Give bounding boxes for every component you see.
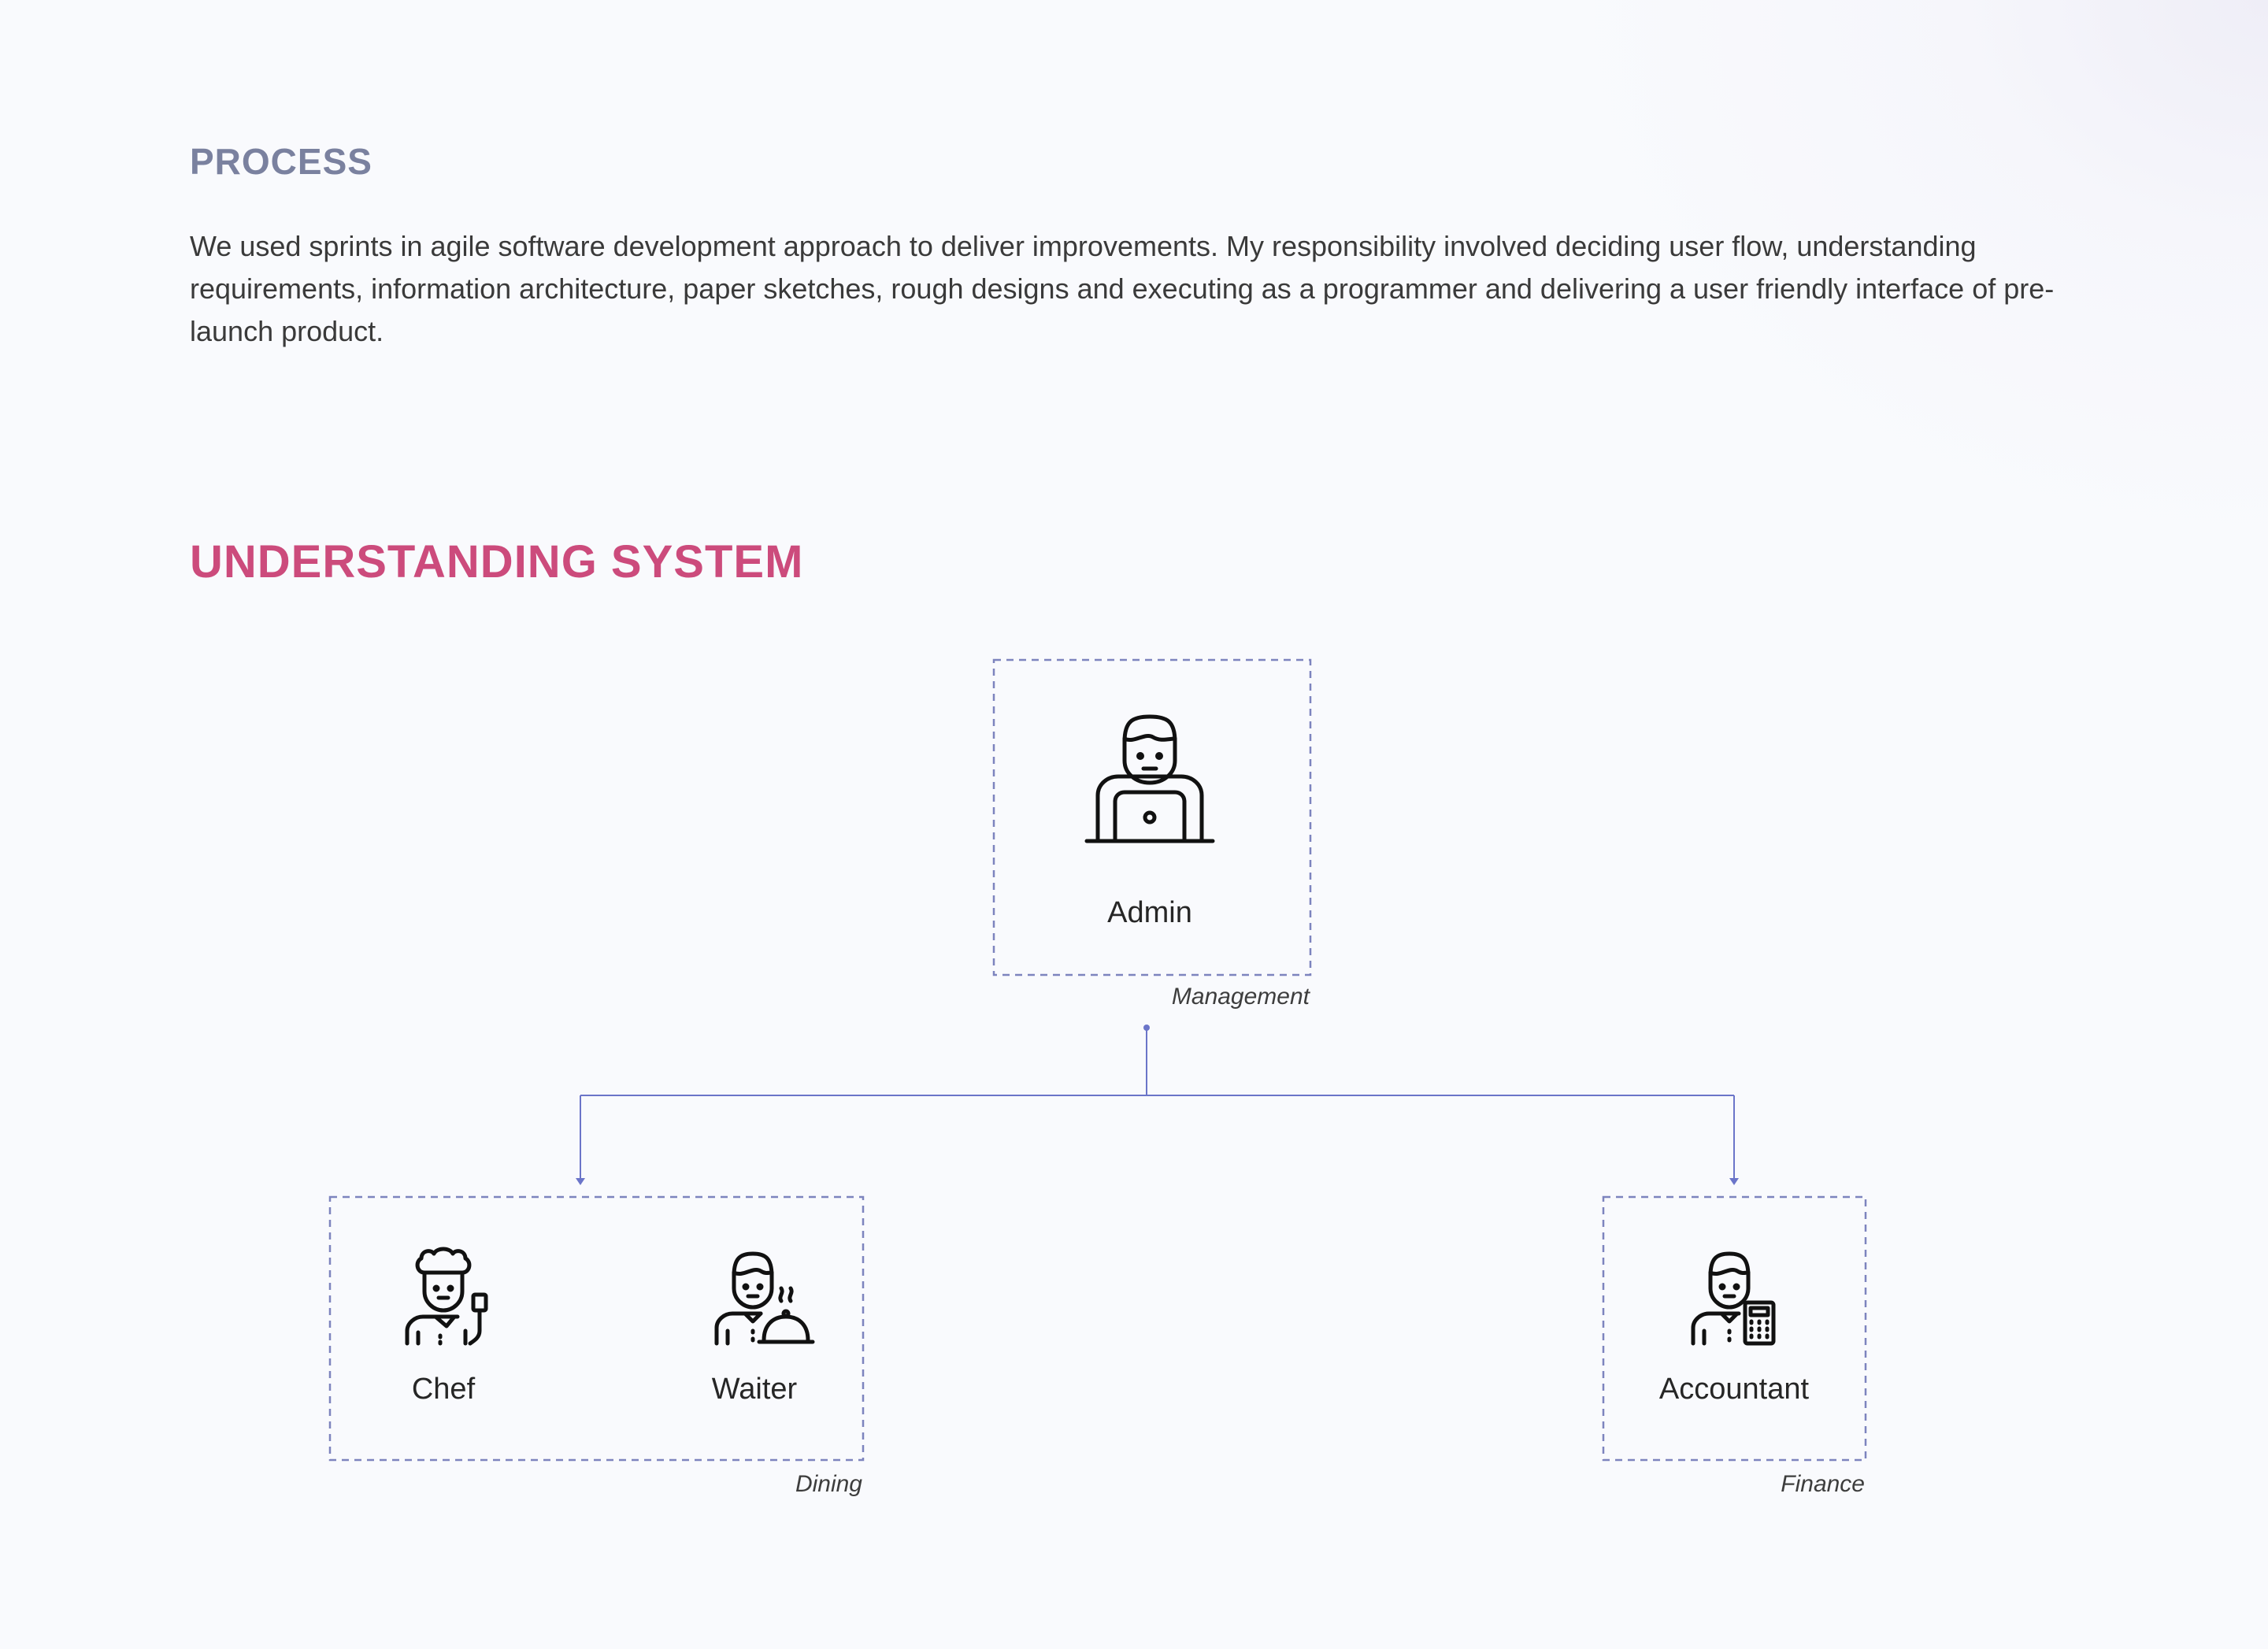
connector-lines: [576, 1025, 1739, 1185]
management-box: [992, 658, 1312, 976]
admin-laptop-icon: [1084, 714, 1215, 843]
process-description: We used sprints in agile software develo…: [190, 230, 2055, 347]
arrow-to-finance-icon: [1729, 1178, 1739, 1185]
accountant-label: Accountant: [1659, 1373, 1810, 1406]
finance-group: Accountant Finance: [1602, 1195, 1867, 1497]
finance-group-label: Finance: [1781, 1471, 1865, 1497]
dining-group: Chef Waiter Dining: [328, 1195, 865, 1497]
finance-box: [1602, 1195, 1867, 1462]
chef-label: Chef: [412, 1373, 476, 1406]
accountant-icon: [1691, 1251, 1776, 1346]
process-heading: PROCESS: [190, 141, 372, 182]
arrow-to-dining-icon: [576, 1178, 585, 1185]
dining-group-label: Dining: [795, 1471, 862, 1497]
waiter-icon: [714, 1251, 815, 1346]
management-group-label: Management: [1172, 984, 1311, 1010]
chef-icon: [405, 1247, 488, 1346]
management-group: Admin Management: [992, 658, 1312, 1010]
admin-label: Admin: [1107, 896, 1192, 929]
understanding-system-heading: UNDERSTANDING SYSTEM: [190, 536, 804, 587]
dining-box: [328, 1195, 865, 1462]
waiter-label: Waiter: [712, 1373, 798, 1406]
